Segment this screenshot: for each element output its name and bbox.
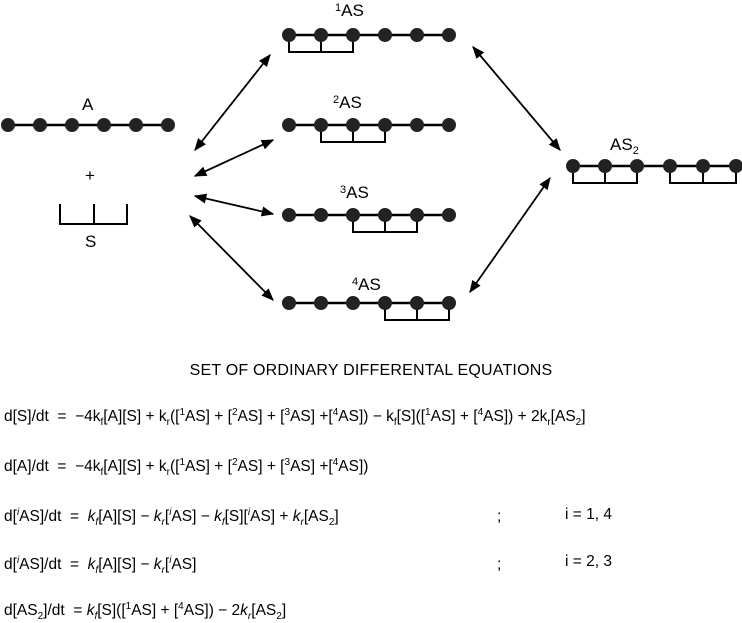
arrow-4AS-AS2 xyxy=(469,176,551,294)
equations-title: SET OF ORDINARY DIFFERENTAL EQUATIONS xyxy=(189,362,553,379)
label-2AS: 2AS xyxy=(333,93,362,112)
chain-A xyxy=(1,118,175,132)
chain-2AS xyxy=(282,118,456,143)
chain-AS2 xyxy=(566,159,742,184)
species-S xyxy=(59,204,128,225)
label-4AS: 4AS xyxy=(352,275,381,294)
label-3AS: 3AS xyxy=(340,183,369,202)
arrow-left-3AS xyxy=(193,193,275,217)
separator-eq4: ; xyxy=(497,556,502,573)
chain-4AS xyxy=(282,296,456,321)
arrow-left-4AS xyxy=(189,215,274,301)
equation-diAS-dt-14: d[iAS]/dt = kf[A][S] − kr[iAS] − kf[S][i… xyxy=(4,506,339,529)
equation-dAS2-dt: d[AS2]/dt = kf[S]([1AS] + [4AS]) − 2kr[A… xyxy=(4,600,287,623)
arrow-1AS-AS2 xyxy=(472,46,561,151)
equation-dS-dt: d[S]/dt = −4kf[A][S] + kr([1AS] + [2AS] … xyxy=(4,406,586,429)
label-plus: + xyxy=(85,166,95,185)
arrow-left-2AS xyxy=(193,139,275,177)
label-AS2: AS2 xyxy=(610,135,639,157)
condition-eq3: i = 1, 4 xyxy=(565,506,612,523)
equation-dA-dt: d[A]/dt = −4kf[A][S] + kr([1AS] + [2AS] … xyxy=(4,456,369,479)
reaction-scheme: A + S 1AS 2AS xyxy=(1,1,742,321)
separator-eq3: ; xyxy=(497,508,502,525)
chain-3AS xyxy=(282,208,456,233)
condition-eq4: i = 2, 3 xyxy=(565,553,612,570)
equation-diAS-dt-23: d[iAS]/dt = kf[A][S] − kr[iAS] xyxy=(4,554,197,577)
label-S: S xyxy=(85,232,96,251)
label-A: A xyxy=(82,95,94,114)
label-1AS: 1AS xyxy=(335,1,364,20)
chain-1AS xyxy=(282,28,456,53)
arrow-left-1AS xyxy=(194,54,271,151)
